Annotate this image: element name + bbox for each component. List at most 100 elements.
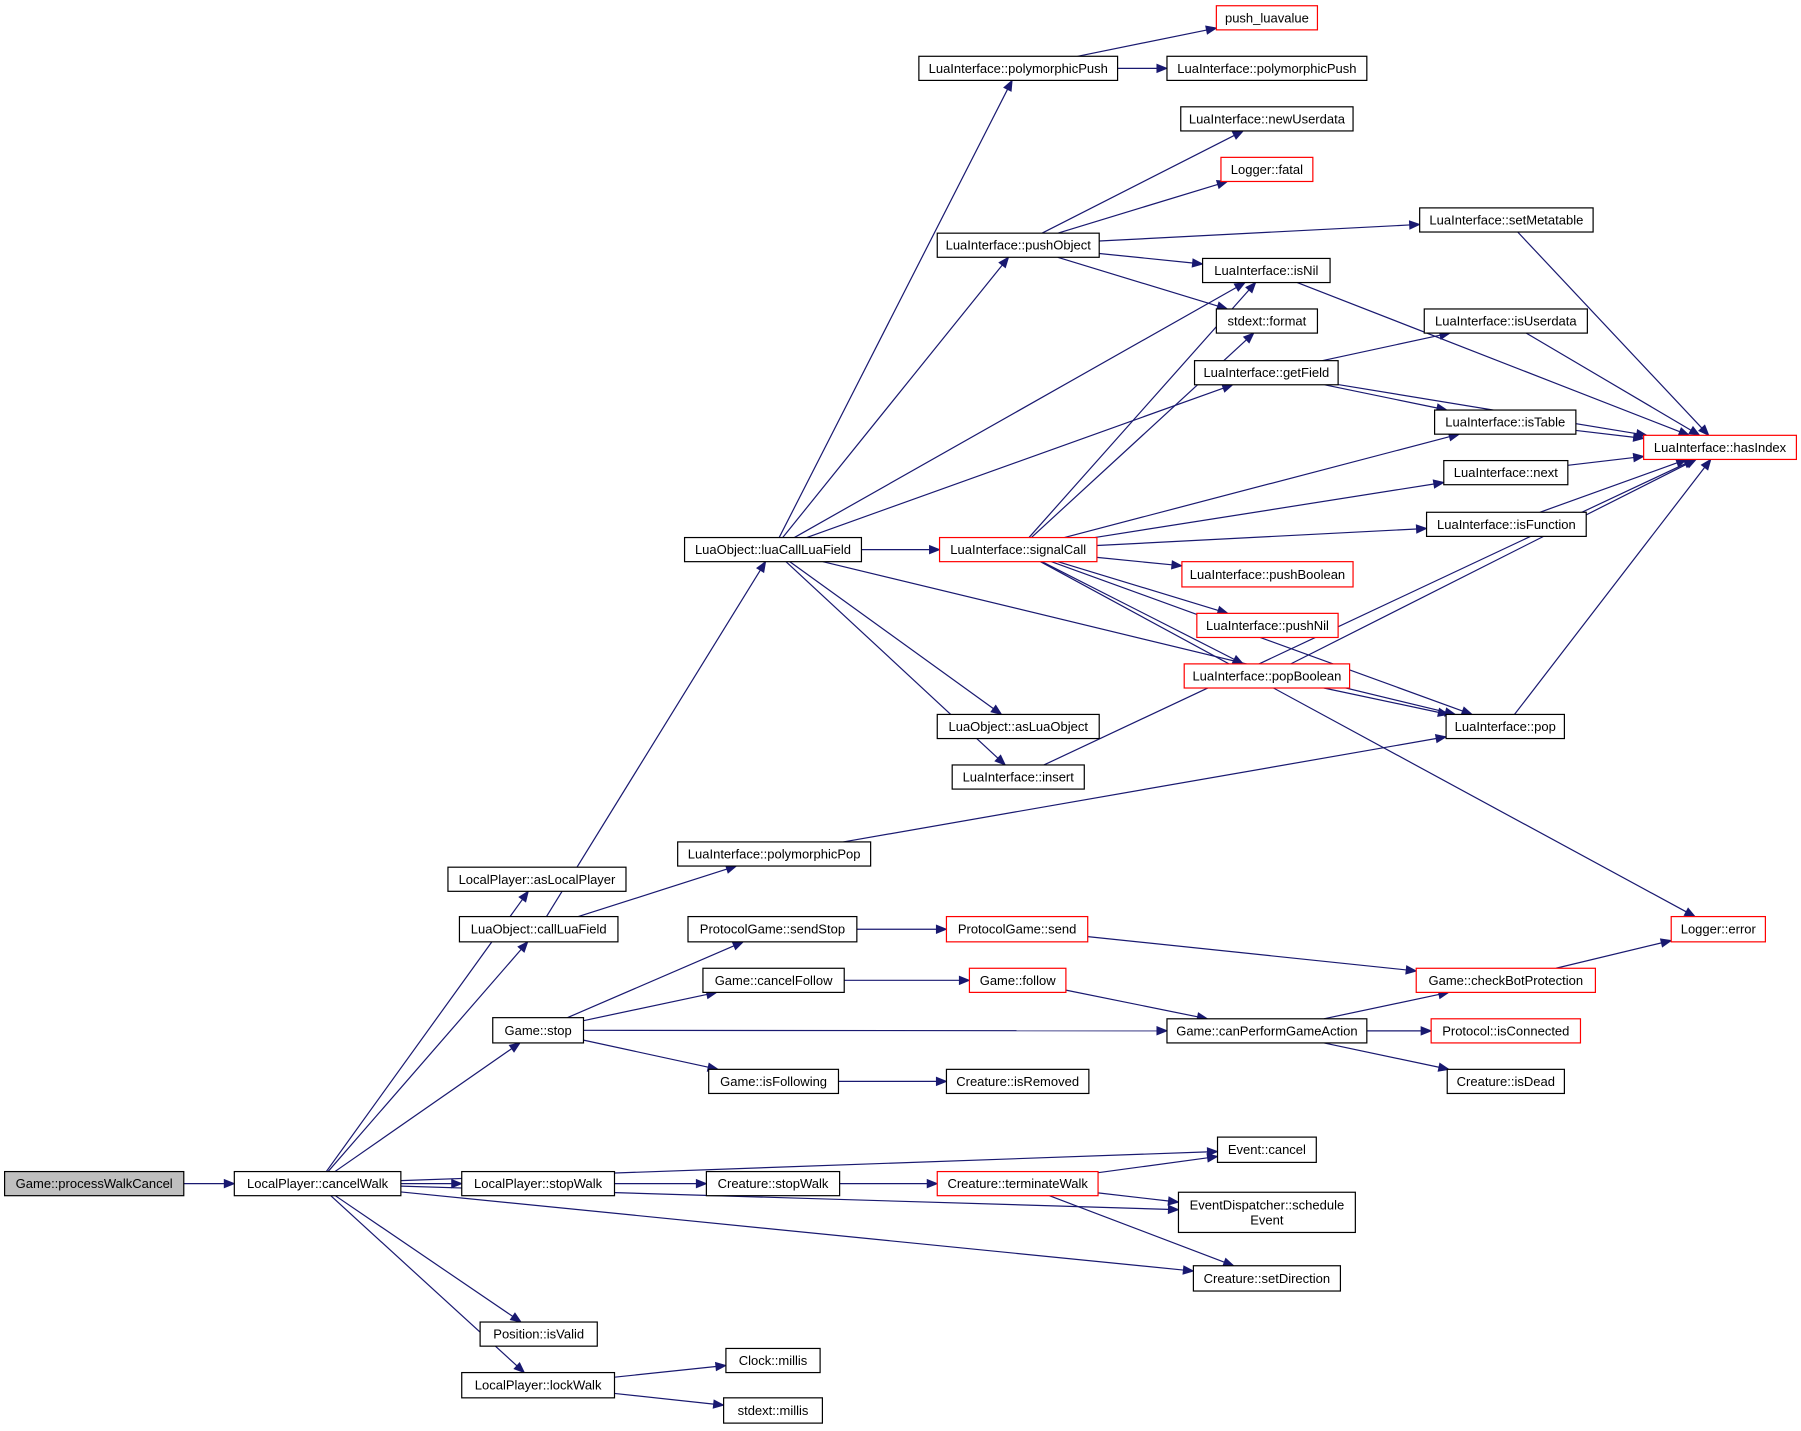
node-is-nil[interactable]: LuaInterface::isNil xyxy=(1201,257,1331,284)
node-is-dead[interactable]: Creature::isDead xyxy=(1446,1068,1565,1095)
node-clock-millis[interactable]: Clock::millis xyxy=(725,1347,821,1374)
node-box[interactable] xyxy=(479,1321,598,1347)
node-polymorphic-push1[interactable]: LuaInterface::polymorphicPush xyxy=(918,55,1119,82)
node-box[interactable] xyxy=(725,1347,821,1374)
node-stop-walk-lp[interactable]: LocalPlayer::stopWalk xyxy=(461,1170,616,1197)
node-box[interactable] xyxy=(1220,156,1314,183)
node-creature-is-removed[interactable]: Creature::isRemoved xyxy=(945,1068,1090,1095)
node-can-perform-game-action[interactable]: Game::canPerformGameAction xyxy=(1166,1018,1368,1044)
node-box[interactable] xyxy=(1177,1191,1356,1234)
node-box[interactable] xyxy=(3,1170,185,1197)
node-box[interactable] xyxy=(936,1170,1099,1197)
node-box[interactable] xyxy=(945,915,1089,943)
node-box[interactable] xyxy=(1433,409,1577,435)
node-box[interactable] xyxy=(1445,713,1565,740)
node-is-following[interactable]: Game::isFollowing xyxy=(708,1068,840,1095)
node-cancel-follow[interactable]: Game::cancelFollow xyxy=(702,967,845,993)
node-box[interactable] xyxy=(461,1170,616,1197)
node-box[interactable] xyxy=(945,1068,1090,1095)
node-box[interactable] xyxy=(687,915,858,943)
node-box[interactable] xyxy=(938,536,1098,563)
node-box[interactable] xyxy=(1201,257,1331,284)
node-game-follow[interactable]: Game::follow xyxy=(968,967,1067,993)
node-push-object[interactable]: LuaInterface::pushObject xyxy=(936,232,1100,258)
node-box[interactable] xyxy=(968,967,1067,993)
node-push-nil[interactable]: LuaInterface::pushNil xyxy=(1196,612,1339,639)
node-box[interactable] xyxy=(458,915,619,943)
node-stdext-millis[interactable]: stdext::millis xyxy=(723,1397,823,1424)
node-box[interactable] xyxy=(1670,915,1766,943)
node-send-stop[interactable]: ProtocolGame::sendStop xyxy=(687,915,858,943)
node-is-table[interactable]: LuaInterface::isTable xyxy=(1433,409,1577,435)
node-box[interactable] xyxy=(1181,561,1354,588)
node-get-field[interactable]: LuaInterface::getField xyxy=(1193,360,1339,386)
node-set-metatable[interactable]: LuaInterface::setMetatable xyxy=(1419,207,1594,233)
node-is-function[interactable]: LuaInterface::isFunction xyxy=(1425,511,1587,537)
node-box[interactable] xyxy=(1183,663,1351,689)
node-box[interactable] xyxy=(1423,308,1588,334)
node-logger-error[interactable]: Logger::error xyxy=(1670,915,1766,943)
node-has-index[interactable]: LuaInterface::hasIndex xyxy=(1643,434,1798,461)
node-box[interactable] xyxy=(233,1170,402,1197)
node-set-direction[interactable]: Creature::setDirection xyxy=(1192,1265,1342,1292)
node-check-bot-protection[interactable]: Game::checkBotProtection xyxy=(1415,967,1597,993)
node-stdext-format[interactable]: stdext::format xyxy=(1215,308,1319,334)
node-lua-insert[interactable]: LuaInterface::insert xyxy=(951,764,1085,790)
node-box[interactable] xyxy=(1196,612,1339,639)
node-terminate-walk[interactable]: Creature::terminateWalk xyxy=(936,1170,1099,1197)
node-new-userdata[interactable]: LuaInterface::newUserdata xyxy=(1180,106,1354,132)
node-lua-next[interactable]: LuaInterface::next xyxy=(1443,459,1569,486)
node-box[interactable] xyxy=(918,55,1119,82)
node-call-lua-field[interactable]: LuaObject::callLuaField xyxy=(458,915,619,943)
node-box[interactable] xyxy=(936,232,1100,258)
node-logger-fatal[interactable]: Logger::fatal xyxy=(1220,156,1314,183)
node-process-walk-cancel[interactable]: Game::processWalkCancel xyxy=(3,1170,185,1197)
node-lua-call-lua-field[interactable]: LuaObject::luaCallLuaField xyxy=(683,536,863,563)
node-box[interactable] xyxy=(683,536,863,563)
node-box[interactable] xyxy=(677,841,872,867)
node-box[interactable] xyxy=(492,1017,585,1044)
node-box[interactable] xyxy=(1192,1265,1342,1292)
node-box[interactable] xyxy=(1425,511,1587,537)
node-box[interactable] xyxy=(1430,1018,1582,1044)
node-pos-is-valid[interactable]: Position::isValid xyxy=(479,1321,598,1347)
node-box[interactable] xyxy=(702,967,845,993)
node-box[interactable] xyxy=(708,1068,840,1095)
node-box[interactable] xyxy=(1216,1136,1317,1163)
node-push-boolean[interactable]: LuaInterface::pushBoolean xyxy=(1181,561,1354,588)
node-box[interactable] xyxy=(1443,459,1569,486)
node-box[interactable] xyxy=(447,866,627,892)
node-game-stop[interactable]: Game::stop xyxy=(492,1017,585,1044)
node-box[interactable] xyxy=(936,713,1100,740)
node-pop-boolean[interactable]: LuaInterface::popBoolean xyxy=(1183,663,1351,689)
node-signal-call[interactable]: LuaInterface::signalCall xyxy=(938,536,1098,563)
node-lua-pop[interactable]: LuaInterface::pop xyxy=(1445,713,1565,740)
node-box[interactable] xyxy=(1193,360,1339,386)
node-box[interactable] xyxy=(1166,55,1368,82)
node-box[interactable] xyxy=(461,1371,616,1399)
node-box[interactable] xyxy=(1419,207,1594,233)
node-box[interactable] xyxy=(1643,434,1798,461)
node-box[interactable] xyxy=(1215,5,1319,31)
node-box[interactable] xyxy=(723,1397,823,1424)
node-creature-stop-walk[interactable]: Creature::stopWalk xyxy=(705,1170,841,1197)
node-pg-send[interactable]: ProtocolGame::send xyxy=(945,915,1089,943)
node-is-connected[interactable]: Protocol::isConnected xyxy=(1430,1018,1582,1044)
node-box[interactable] xyxy=(1446,1068,1565,1095)
node-polymorphic-pop[interactable]: LuaInterface::polymorphicPop xyxy=(677,841,872,867)
node-box[interactable] xyxy=(705,1170,841,1197)
node-box[interactable] xyxy=(1415,967,1597,993)
node-polymorphic-push2[interactable]: LuaInterface::polymorphicPush xyxy=(1166,55,1368,82)
node-push-luavalue[interactable]: push_luavalue xyxy=(1215,5,1319,31)
node-is-userdata[interactable]: LuaInterface::isUserdata xyxy=(1423,308,1588,334)
node-as-lua-object[interactable]: LuaObject::asLuaObject xyxy=(936,713,1100,740)
node-box[interactable] xyxy=(1215,308,1319,334)
node-box[interactable] xyxy=(1180,106,1354,132)
node-box[interactable] xyxy=(951,764,1085,790)
node-event-cancel[interactable]: Event::cancel xyxy=(1216,1136,1317,1163)
node-as-local-player[interactable]: LocalPlayer::asLocalPlayer xyxy=(447,866,627,892)
node-box[interactable] xyxy=(1166,1018,1368,1044)
node-cancel-walk[interactable]: LocalPlayer::cancelWalk xyxy=(233,1170,402,1197)
node-lock-walk[interactable]: LocalPlayer::lockWalk xyxy=(461,1371,616,1399)
